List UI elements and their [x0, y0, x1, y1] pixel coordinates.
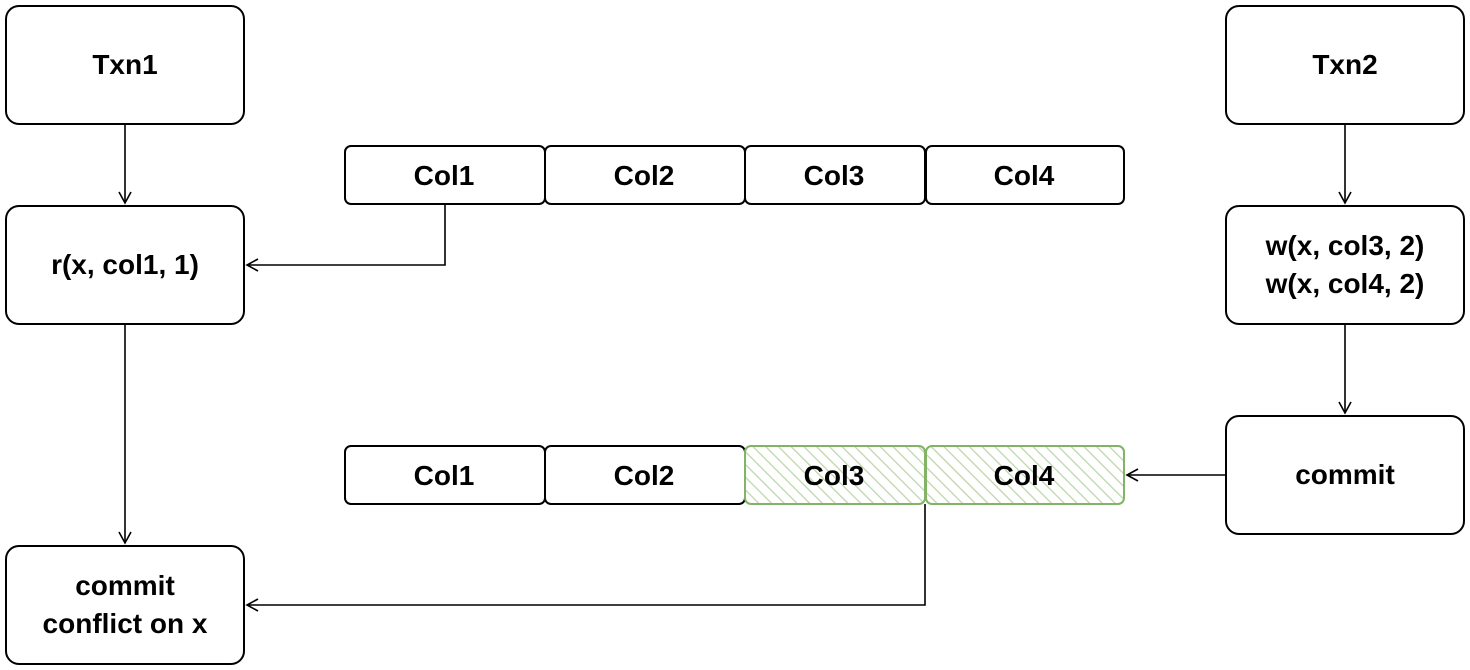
- txn2-title: Txn2: [1312, 49, 1377, 80]
- row-after-col4-highlighted: Col4: [925, 445, 1125, 505]
- row-after-col2-label: Col2: [614, 460, 675, 491]
- txn1-commit-line2: conflict on x: [43, 608, 208, 639]
- row-before-col2: Col2: [544, 145, 746, 205]
- row-after-col2: Col2: [544, 445, 746, 505]
- arrow-col1-to-read: [245, 204, 446, 272]
- txn1-title: Txn1: [92, 49, 157, 80]
- row-after-col3-highlighted: Col3: [744, 445, 926, 505]
- row-before-col2-label: Col2: [614, 160, 675, 191]
- txn1-commit-line1: commit: [75, 570, 175, 601]
- row-after: Col1 Col2 Col3 Col4: [344, 445, 1125, 505]
- txn1-read-op: r(x, col1, 1): [51, 249, 199, 280]
- txn1-box: Txn1: [5, 5, 245, 125]
- txn2-write-box: w(x, col3, 2) w(x, col4, 2): [1225, 205, 1465, 325]
- row-before-col1: Col1: [344, 145, 546, 205]
- row-before-col3-label: Col3: [804, 160, 865, 191]
- row-before-col3: Col3: [744, 145, 926, 205]
- arrow-row-to-conflict: [245, 504, 926, 612]
- txn1-commit-box: commit conflict on x: [5, 545, 245, 665]
- row-after-col4-label: Col4: [994, 460, 1055, 491]
- txn1-read-box: r(x, col1, 1): [5, 205, 245, 325]
- txn2-write-line1: w(x, col3, 2): [1265, 230, 1425, 261]
- row-before: Col1 Col2 Col3 Col4: [344, 145, 1125, 205]
- row-before-col4: Col4: [925, 145, 1125, 205]
- txn2-box: Txn2: [1225, 5, 1465, 125]
- row-after-col1: Col1: [344, 445, 546, 505]
- row-before-col4-label: Col4: [994, 160, 1055, 191]
- row-after-col3-label: Col3: [804, 460, 865, 491]
- row-before-col1-label: Col1: [414, 160, 475, 191]
- txn2-write-line2: w(x, col4, 2): [1265, 268, 1425, 299]
- row-after-col1-label: Col1: [414, 460, 475, 491]
- txn2-commit-label: commit: [1295, 459, 1395, 490]
- txn2-commit-box: commit: [1225, 415, 1465, 535]
